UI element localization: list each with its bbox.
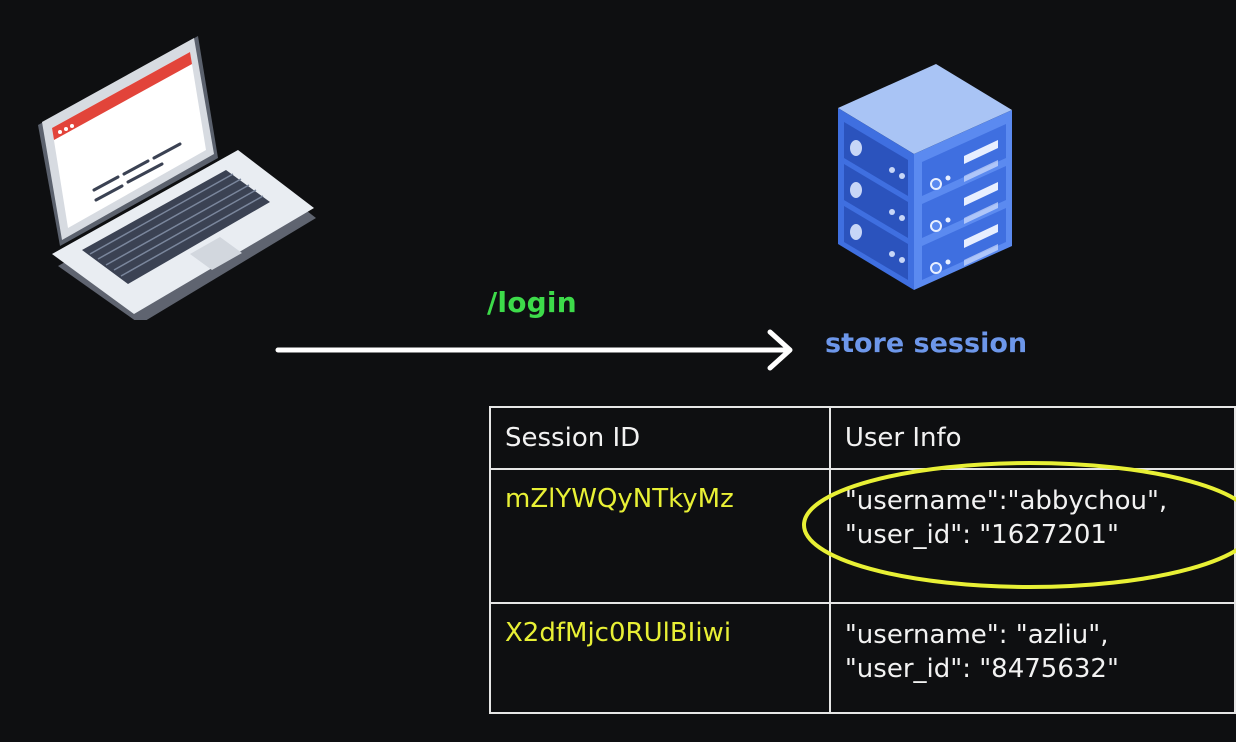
user-info-cell: "username": "azliu", "user_id": "8475632… bbox=[828, 602, 1236, 714]
server-icon bbox=[838, 64, 1012, 290]
user-info-username: "username": "azliu", bbox=[844, 620, 1109, 650]
session-id-cell: mZlYWQyNTkyMz bbox=[489, 468, 831, 604]
table-row: X2dfMjc0RUlBIiwi "username": "azliu", "u… bbox=[489, 602, 1236, 714]
table-header-row: Session ID User Info bbox=[489, 406, 1236, 470]
route-label: /login bbox=[487, 286, 577, 319]
user-info-username: "username":"abbychou", bbox=[844, 486, 1168, 516]
table-row: mZlYWQyNTkyMz "username":"abbychou", "us… bbox=[489, 468, 1236, 604]
user-info-user-id: "user_id": "8475632" bbox=[844, 654, 1119, 684]
user-info-user-id: "user_id": "1627201" bbox=[844, 520, 1119, 550]
session-id-cell: X2dfMjc0RUlBIiwi bbox=[489, 602, 831, 714]
column-header-user-info: User Info bbox=[828, 406, 1236, 470]
laptop-icon bbox=[38, 36, 316, 320]
session-table: Session ID User Info mZlYWQyNTkyMz "user… bbox=[489, 406, 1236, 714]
column-header-session-id: Session ID bbox=[489, 406, 831, 470]
server-label: store session bbox=[825, 328, 1028, 359]
request-arrow bbox=[275, 329, 793, 371]
user-info-cell: "username":"abbychou", "user_id": "16272… bbox=[828, 468, 1236, 604]
